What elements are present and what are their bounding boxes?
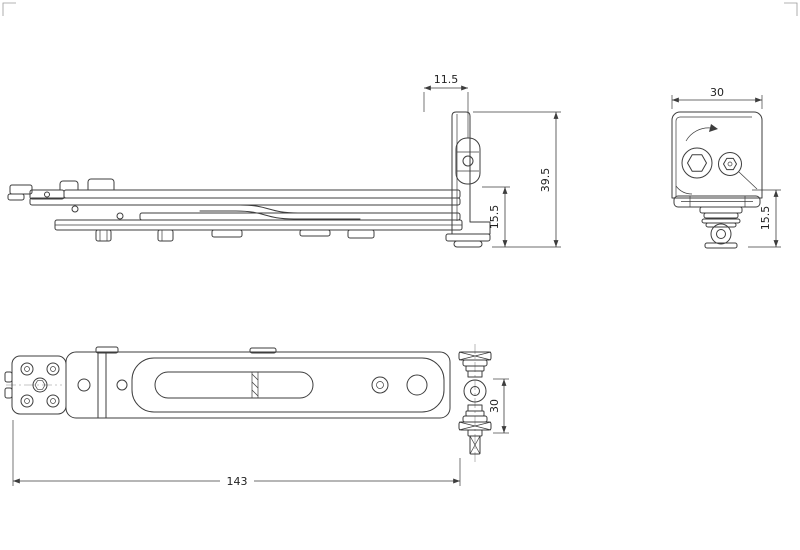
clamp-bump [59,180,79,191]
body-hole [77,378,91,392]
dim-label-bracket-overall-height: 39.5 [539,168,552,193]
screw-hole [371,376,389,394]
dim-label-bracket-lower-height: 15.5 [488,205,501,230]
dim-bracket-top-offset: 11.5 [423,73,469,138]
washer-stack [699,206,743,249]
roller-axle [462,155,474,167]
curved-arm-lower [199,210,361,220]
dim-bracket-lower-height: 15.5 [482,186,510,247]
adjustment-arrow [685,127,712,142]
roller-wheel [463,379,487,403]
rivet [71,205,79,213]
end-hole [406,374,428,396]
body-plan [65,346,451,419]
dim-label-bracket-top-offset: 11.5 [434,73,459,86]
dimensions: 11.5 39.5 15.5 30 15.5 [12,73,781,488]
second-plate [29,197,461,206]
hex-screw-small [718,152,742,176]
center-hex-bolt [32,377,48,393]
dim-label-end-view-width: 30 [710,86,724,99]
corner-bracket [445,111,491,248]
bracket-roller [455,137,481,185]
dim-label-overall-length: 143 [227,475,248,488]
dim-roller-stack-width: 30 [488,378,509,434]
dim-overall-length: 143 [12,420,461,488]
frame-corner-ticks [2,2,798,16]
dim-label-roller-stack-width: 30 [488,399,501,413]
rivet [116,212,124,220]
side-elevation-view [7,111,491,248]
adjustment-arrow-head [709,124,718,132]
left-end-tab [9,184,33,195]
dim-label-end-view-lower-height: 15.5 [759,206,772,231]
adjustment-slot [154,371,314,399]
curved-arm-upper [199,204,361,214]
bottom-pin [469,435,481,455]
body-hole [116,379,128,391]
roller-stack-view [458,344,492,462]
left-pivot-hole [44,191,50,198]
end-roller [710,223,732,245]
top-plate [63,189,461,199]
dim-bracket-overall-height: 39.5 [473,111,561,248]
clamp-block [87,178,115,191]
dim-end-view-width: 30 [671,86,763,109]
channel [131,357,445,413]
underside-studs [95,229,375,242]
dim-end-view-lower-height: 15.5 [748,189,781,248]
end-plate-outline [671,111,763,199]
end-view [671,111,763,249]
hex-screw-large [681,147,713,179]
plan-view [4,346,451,419]
